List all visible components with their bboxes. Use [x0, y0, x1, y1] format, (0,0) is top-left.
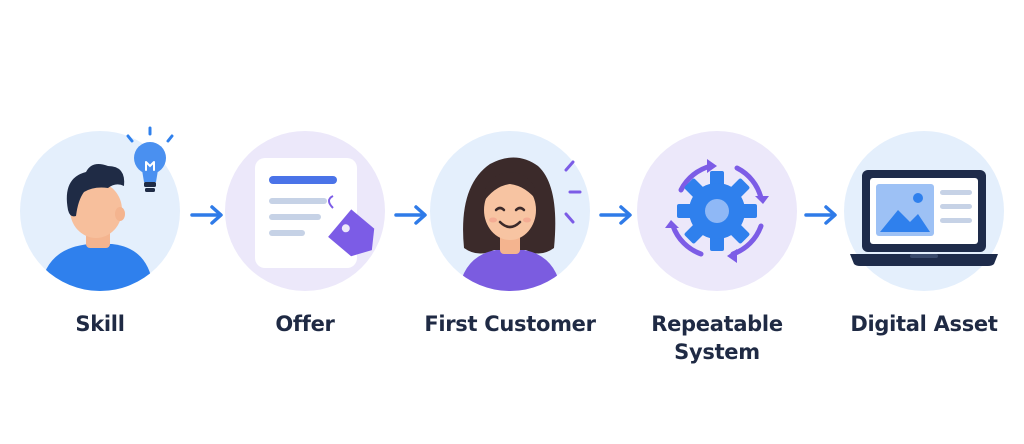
laptop-with-image-icon	[844, 126, 1004, 296]
step-label-digital-asset: Digital Asset	[850, 312, 998, 336]
person-with-lightbulb-icon	[20, 126, 180, 296]
step-skill: Skill	[10, 0, 190, 444]
step-repeatable-system: Repeatable System	[627, 0, 807, 444]
step-first-customer: First Customer	[420, 0, 600, 444]
arrow-right-icon	[802, 203, 842, 227]
arrow-right-icon	[392, 203, 432, 227]
smiling-customer-icon	[430, 126, 590, 296]
step-label-first-customer: First Customer	[424, 312, 596, 336]
step-offer: Offer	[215, 0, 395, 444]
step-label-skill: Skill	[75, 312, 125, 336]
lightbulb-icon	[126, 126, 174, 192]
step-label-offer: Offer	[275, 312, 335, 336]
document-with-price-tag-icon	[225, 126, 385, 296]
arrow-right-icon	[188, 203, 228, 227]
step-digital-asset: Digital Asset	[834, 0, 1014, 444]
arrow-right-icon	[597, 203, 637, 227]
gear-cycle-icon	[637, 126, 797, 296]
step-label-repeatable-system: Repeatable System	[651, 312, 783, 364]
